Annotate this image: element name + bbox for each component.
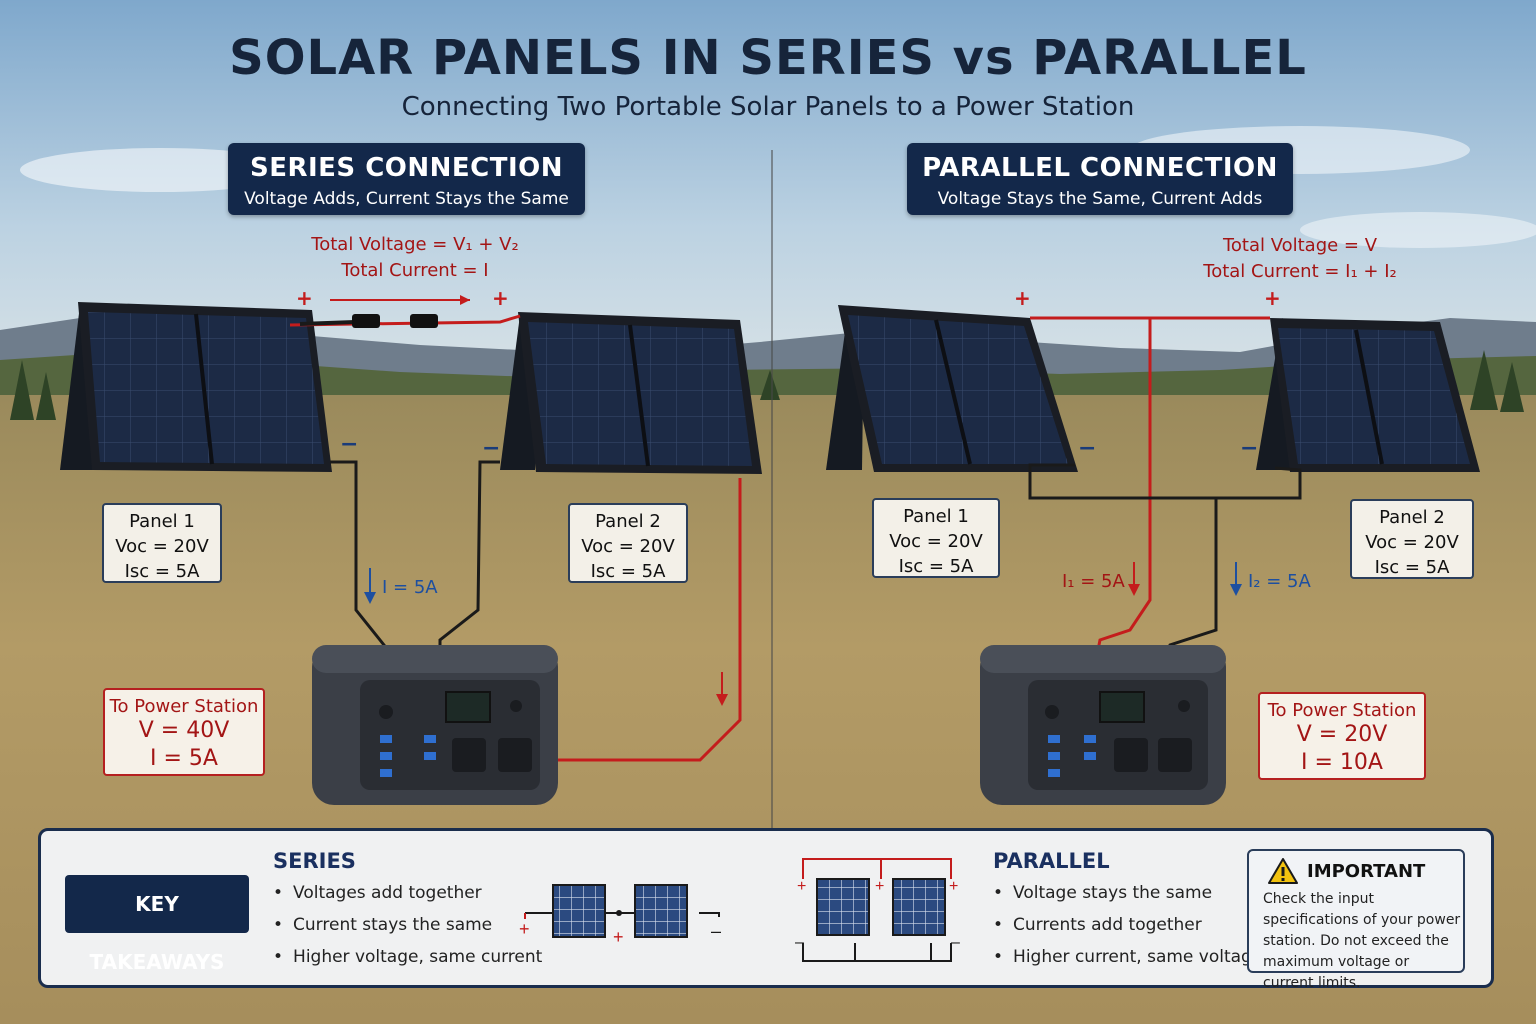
list-item: Voltages add together <box>273 877 542 909</box>
series-mini-diagram: + + – <box>519 884 721 947</box>
parallel-power-station <box>980 645 1226 805</box>
parallel-current-2-label: I₂ = 5A <box>1248 571 1311 592</box>
parallel-minus-sign-2: − <box>1240 436 1259 461</box>
series-header: SERIES CONNECTION Voltage Adds, Current … <box>228 143 585 215</box>
parallel-negative-bus <box>1028 463 1302 500</box>
parallel-panel-1-label: Panel 1 Voc = 20V Isc = 5A <box>872 498 1000 578</box>
svg-text:–: – <box>795 934 804 951</box>
list-item: Currents add together <box>993 909 1262 941</box>
parallel-formula-voltage: Total Voltage = V <box>1222 235 1378 256</box>
panel-voc: Voc = 20V <box>889 531 983 552</box>
series-panel-1-cells <box>88 312 324 464</box>
parallel-formula: Total Voltage = V Total Current = I₁ + I… <box>1150 233 1450 285</box>
panel-isc: Isc = 5A <box>1374 557 1450 578</box>
parallel-formula-current: Total Current = I₁ + I₂ <box>1203 261 1397 282</box>
series-formula: Total Voltage = V₁ + V₂ Total Current = … <box>260 232 570 284</box>
station-title: To Power Station <box>109 696 259 717</box>
parallel-panel-2-label: Panel 2 Voc = 20V Isc = 5A <box>1350 499 1474 579</box>
important-title: IMPORTANT <box>1307 861 1426 882</box>
series-minus-sign-2: − <box>482 436 501 461</box>
series-positive-output-wire <box>550 478 742 762</box>
series-minus-sign-1: − <box>340 432 359 457</box>
series-header-title: SERIES CONNECTION <box>249 153 564 183</box>
panel-isc: Isc = 5A <box>124 561 200 582</box>
series-formula-current: Total Current = I <box>341 260 489 281</box>
parallel-header-subtitle: Voltage Stays the Same, Current Adds <box>937 189 1263 209</box>
series-takeaway-title: SERIES <box>273 849 356 873</box>
list-item: Higher voltage, same current <box>273 941 542 973</box>
panel-voc: Voc = 20V <box>115 536 209 557</box>
panel-name: Panel 1 <box>129 511 195 532</box>
svg-text:–: – <box>711 921 721 941</box>
series-plus-sign-2: + <box>492 286 509 310</box>
series-panel-2-label: Panel 2 Voc = 20V Isc = 5A <box>568 503 688 583</box>
list-item: Higher current, same voltage <box>993 941 1262 973</box>
series-takeaway-list: Voltages add together Current stays the … <box>273 877 542 973</box>
panel-name: Panel 2 <box>1379 507 1445 528</box>
station-voltage: V = 40V <box>138 718 230 743</box>
parallel-plus-sign-2: + <box>1264 286 1281 310</box>
station-voltage: V = 20V <box>1296 722 1388 747</box>
svg-text:+: + <box>797 878 806 895</box>
station-current: I = 10A <box>1301 750 1383 775</box>
svg-text:+: + <box>613 927 624 947</box>
series-station-box: To Power Station V = 40V I = 5A <box>103 688 265 776</box>
page-title: SOLAR PANELS IN SERIES vs PARALLEL <box>229 30 1307 86</box>
series-current-label: I = 5A <box>382 577 438 598</box>
list-item: Current stays the same <box>273 909 542 941</box>
station-current: I = 5A <box>150 746 218 771</box>
svg-text:+: + <box>519 919 530 939</box>
key-takeaways-label: KEY TAKEAWAYS <box>65 875 249 974</box>
parallel-takeaway-title: PARALLEL <box>993 849 1110 873</box>
panel-voc: Voc = 20V <box>1365 532 1459 553</box>
svg-text:–: – <box>951 934 960 951</box>
panel-isc: Isc = 5A <box>898 556 974 577</box>
series-header-subtitle: Voltage Adds, Current Stays the Same <box>244 189 569 209</box>
key-takeaways-panel: KEY TAKEAWAYS SERIES Voltages add togeth… <box>38 828 1494 991</box>
station-title: To Power Station <box>1267 700 1417 721</box>
svg-text:+: + <box>875 878 884 895</box>
parallel-header-title: PARALLEL CONNECTION <box>922 153 1278 183</box>
important-notice: IMPORTANT Check the input specifications… <box>1247 849 1465 991</box>
series-power-station <box>312 645 558 805</box>
series-panel-1-label: Panel 1 Voc = 20V Isc = 5A <box>102 503 222 583</box>
parallel-mini-diagram: + + + – – <box>795 858 960 962</box>
parallel-plus-sign-1: + <box>1014 286 1031 310</box>
svg-text:+: + <box>949 878 958 895</box>
parallel-takeaway-list: Voltage stays the same Currents add toge… <box>993 877 1262 973</box>
parallel-header: PARALLEL CONNECTION Voltage Stays the Sa… <box>907 143 1293 215</box>
panel-isc: Isc = 5A <box>590 561 666 582</box>
panel-voc: Voc = 20V <box>581 536 675 557</box>
parallel-current-1-label: I₁ = 5A <box>1062 571 1125 592</box>
panel-name: Panel 1 <box>903 506 969 527</box>
series-formula-voltage: Total Voltage = V₁ + V₂ <box>311 234 519 255</box>
parallel-minus-sign-1: − <box>1078 436 1097 461</box>
important-text: Check the input specifications of your p… <box>1263 891 1461 991</box>
panel-name: Panel 2 <box>595 511 661 532</box>
warning-icon <box>1268 858 1298 884</box>
parallel-station-box: To Power Station V = 20V I = 10A <box>1258 692 1426 780</box>
series-plus-sign-1: + <box>296 286 313 310</box>
list-item: Voltage stays the same <box>993 877 1262 909</box>
page-subtitle: Connecting Two Portable Solar Panels to … <box>401 92 1135 122</box>
